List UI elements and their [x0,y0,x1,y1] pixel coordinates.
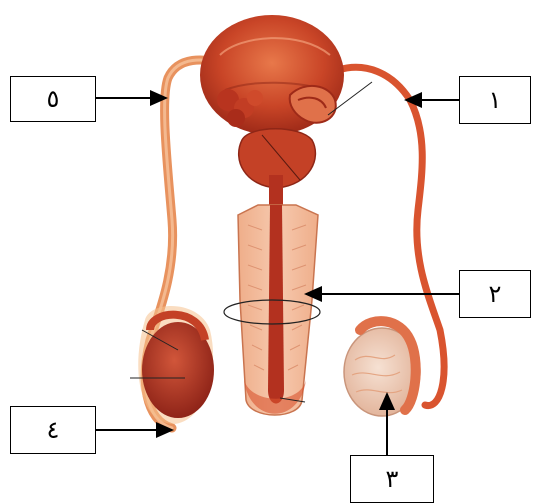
label-box-1: ١ [459,76,531,124]
label-box-2: ٢ [459,270,531,318]
label-1-text: ١ [489,86,502,114]
label-box-5: ٥ [10,76,96,122]
label-5-text: ٥ [47,85,60,113]
label-2-text: ٢ [489,280,502,308]
label-box-4: ٤ [10,406,96,454]
label-3-text: ٣ [386,465,399,493]
urethra [268,205,284,404]
right-testis [344,321,420,416]
label-box-3: ٣ [350,455,434,503]
label-4-text: ٤ [47,416,60,444]
left-testis [130,306,214,424]
